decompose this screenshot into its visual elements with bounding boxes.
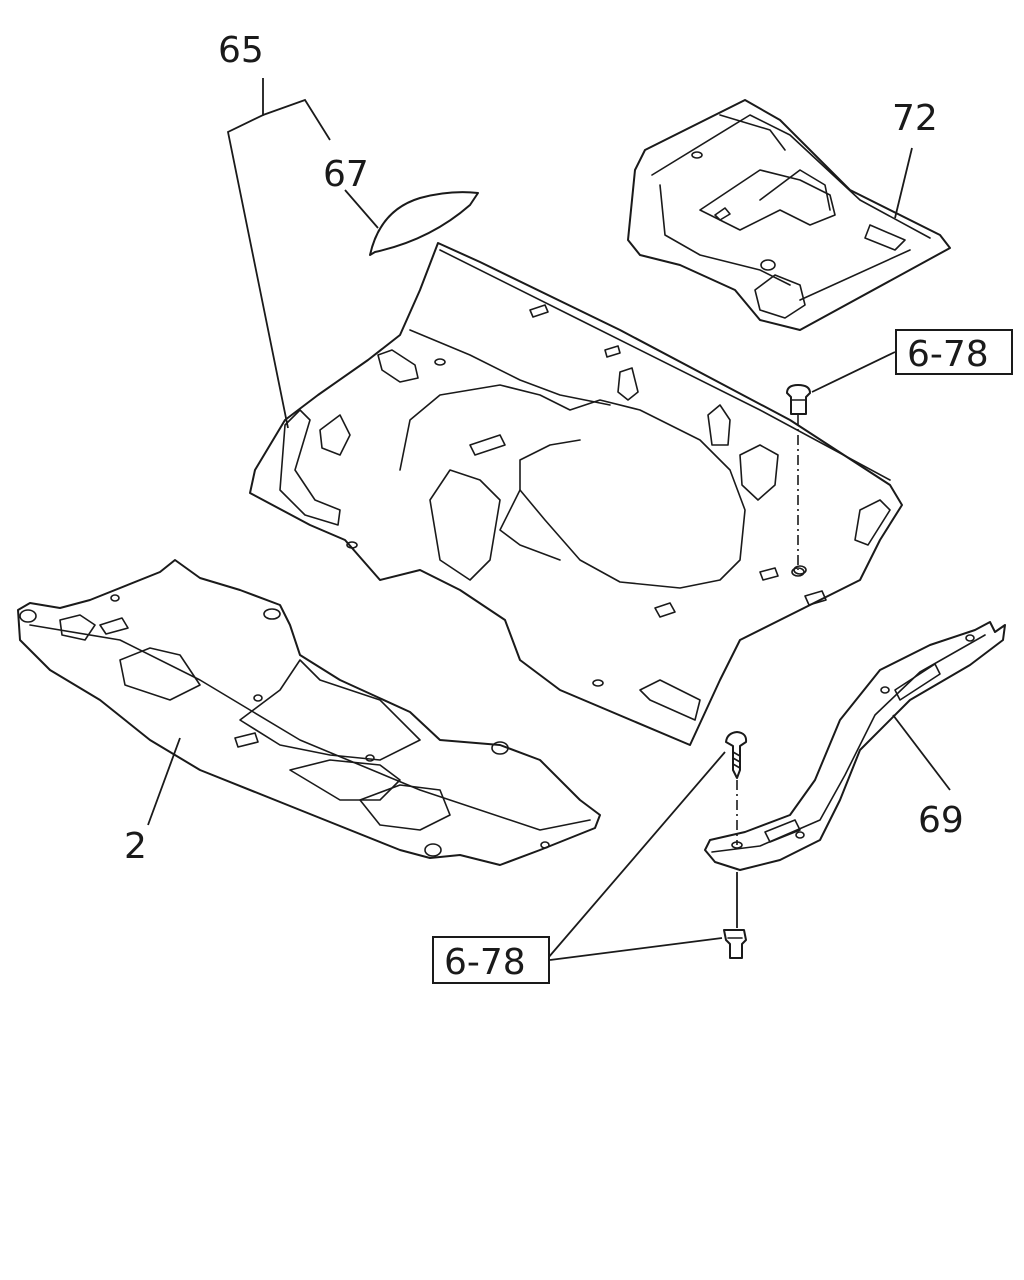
part-69-side-strip bbox=[704, 621, 1006, 871]
callout-72: 72 bbox=[892, 98, 938, 139]
callout-69: 69 bbox=[918, 800, 964, 841]
callout-2: 2 bbox=[124, 826, 147, 867]
reference-label-upper: 6-78 bbox=[907, 334, 989, 375]
leader-lines bbox=[147, 78, 951, 961]
mount-hole bbox=[791, 567, 805, 577]
part-65-floor-carpet bbox=[249, 242, 903, 746]
part-2-front-insulator bbox=[17, 559, 601, 866]
part-72-rear-insulator bbox=[627, 99, 951, 331]
callout-65: 65 bbox=[218, 30, 264, 71]
screw-hole bbox=[731, 841, 743, 849]
reference-box-lower[interactable]: 6-78 bbox=[432, 936, 550, 984]
clip-fastener-lower bbox=[723, 929, 747, 959]
clip-fastener-upper bbox=[786, 384, 811, 415]
reference-box-upper[interactable]: 6-78 bbox=[895, 329, 1013, 375]
screw-fastener bbox=[725, 731, 748, 779]
part-67-pad bbox=[369, 191, 479, 256]
reference-label-lower: 6-78 bbox=[444, 942, 526, 983]
callout-67: 67 bbox=[323, 154, 369, 195]
